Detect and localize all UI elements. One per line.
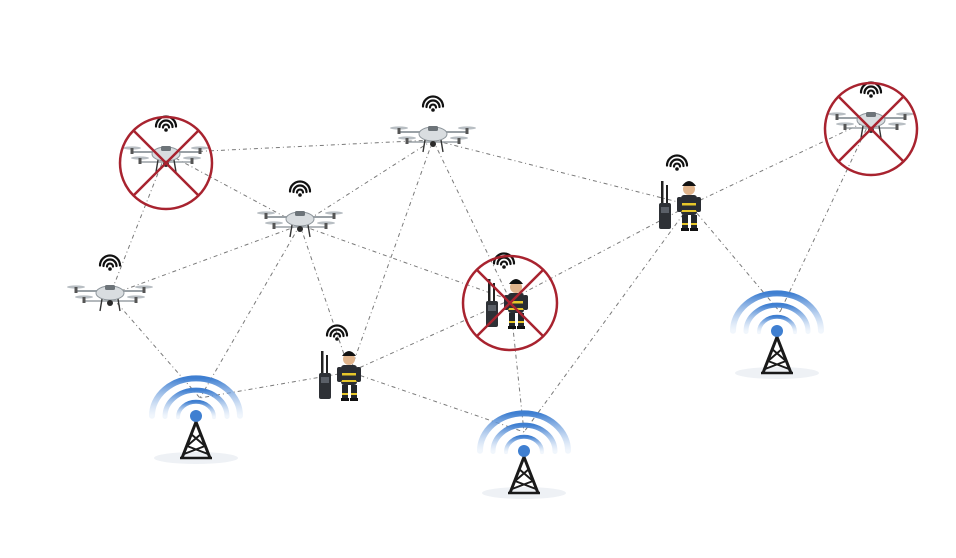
nodes-layer [67,81,919,499]
node-tower-c [730,290,824,379]
link-responder-a-responder-b [349,299,511,373]
node-responder-c [659,154,701,231]
link-drone-a-drone-d [109,152,167,296]
node-tower-a [149,375,243,464]
link-responder-b-responder-c [509,204,691,301]
cell-tower-icon [149,375,243,464]
link-drone-b-responder-a [349,139,434,373]
link-drone-c-responder-b [299,224,511,301]
drone-icon [67,285,153,312]
radio-icon [319,351,331,399]
link-drone-d-tower-a [109,294,201,399]
link-drone-c-responder-a [299,224,351,373]
drone-icon [390,126,476,153]
failed-node-icon [118,115,214,211]
node-drone-b [390,95,476,153]
cell-tower-icon [477,410,571,499]
firefighter-icon [659,181,701,231]
radio-icon [486,279,498,327]
node-drone-a [118,115,214,211]
link-responder-c-drone-e [689,118,872,206]
wifi-icon [325,324,349,341]
link-drone-e-tower-c [779,118,872,313]
link-drone-a-drone-c [165,152,301,226]
drone-icon [257,211,343,238]
wifi-icon [665,154,689,171]
drone-icon [828,112,914,139]
drone-icon [123,146,209,173]
node-drone-d [67,254,153,312]
link-drone-c-drone-d [109,224,301,296]
node-drone-e [823,81,919,177]
cell-tower-icon [730,290,824,379]
link-drone-c-tower-a [199,224,301,399]
radio-icon [659,181,671,229]
firefighter-icon [319,351,361,401]
link-responder-c-tower-b [523,204,691,433]
wifi-icon [98,254,122,271]
failed-node-icon [823,81,919,177]
wifi-icon [288,180,312,197]
link-drone-b-responder-c [432,139,691,206]
links-layer [109,118,872,433]
node-responder-b [461,252,559,352]
link-drone-b-responder-b [432,139,511,301]
node-responder-a [319,324,361,401]
link-responder-c-tower-c [689,204,781,313]
node-drone-c [257,180,343,238]
link-drone-b-drone-c [299,139,434,226]
wifi-icon [421,95,445,112]
failed-node-icon [461,254,559,352]
node-tower-b [477,410,571,499]
